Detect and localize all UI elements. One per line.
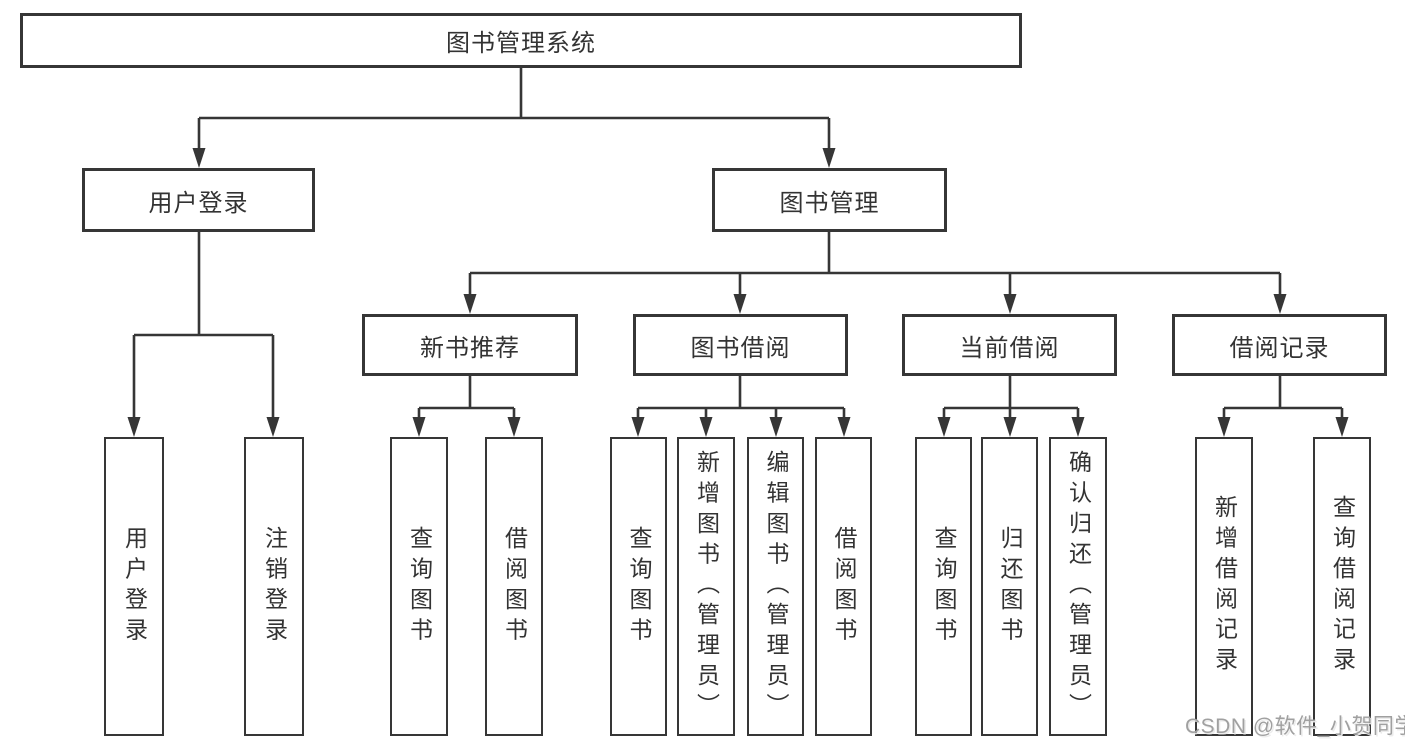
leaf-borrow-add-book-admin: 新增图书（管理员） [677, 437, 735, 736]
node-label: 确认归还（管理员） [1065, 449, 1092, 724]
leaf-newbook-borrow-book: 借阅图书 [485, 437, 543, 736]
node-label: 新书推荐 [420, 334, 520, 362]
node-label: 查询图书 [931, 525, 957, 648]
leaf-records-add-record: 新增借阅记录 [1195, 437, 1253, 736]
node-current-borrow: 当前借阅 [902, 314, 1117, 376]
leaf-current-query-book: 查询图书 [915, 437, 972, 736]
leaf-borrow-borrow-book: 借阅图书 [815, 437, 872, 736]
leaf-records-query-record: 查询借阅记录 [1313, 437, 1371, 736]
node-label: 新增借阅记录 [1211, 495, 1238, 678]
node-label: 编辑图书（管理员） [763, 449, 789, 724]
arrowheads [127, 148, 1349, 437]
leaf-newbook-query-book: 查询图书 [390, 437, 448, 736]
node-label: 当前借阅 [959, 334, 1060, 362]
node-label: 图书管理 [779, 189, 880, 217]
node-book-borrow: 图书借阅 [633, 314, 848, 376]
node-root-system: 图书管理系统 [20, 13, 1022, 68]
leaf-current-confirm-return-admin: 确认归还（管理员） [1049, 437, 1107, 736]
node-label: 借阅图书 [831, 525, 857, 648]
leaf-borrow-edit-book-admin: 编辑图书（管理员） [747, 437, 804, 736]
node-borrow-records: 借阅记录 [1172, 314, 1387, 376]
node-label: 查询图书 [626, 525, 652, 648]
node-new-book-recommend: 新书推荐 [362, 314, 578, 376]
node-label: 归还图书 [997, 525, 1023, 648]
node-user-login: 用户登录 [82, 168, 315, 232]
leaf-logout: 注销登录 [244, 437, 304, 736]
node-label: 图书管理系统 [446, 30, 596, 57]
leaf-user-login: 用户登录 [104, 437, 164, 736]
node-label: 查询图书 [406, 525, 433, 648]
node-label: 图书借阅 [690, 334, 791, 362]
node-book-management: 图书管理 [712, 168, 947, 232]
node-label: 注销登录 [261, 525, 288, 648]
node-label: 借阅图书 [501, 525, 528, 648]
node-label: 借阅记录 [1229, 334, 1330, 362]
leaf-borrow-query-book: 查询图书 [610, 437, 667, 736]
node-label: 新增图书（管理员） [693, 449, 720, 724]
node-label: 查询借阅记录 [1329, 495, 1356, 678]
node-label: 用户登录 [148, 189, 249, 217]
csdn-watermark: CSDN @软件_小贺同学 [1185, 715, 1405, 738]
node-label: 用户登录 [121, 525, 148, 648]
leaf-current-return-book: 归还图书 [981, 437, 1038, 736]
